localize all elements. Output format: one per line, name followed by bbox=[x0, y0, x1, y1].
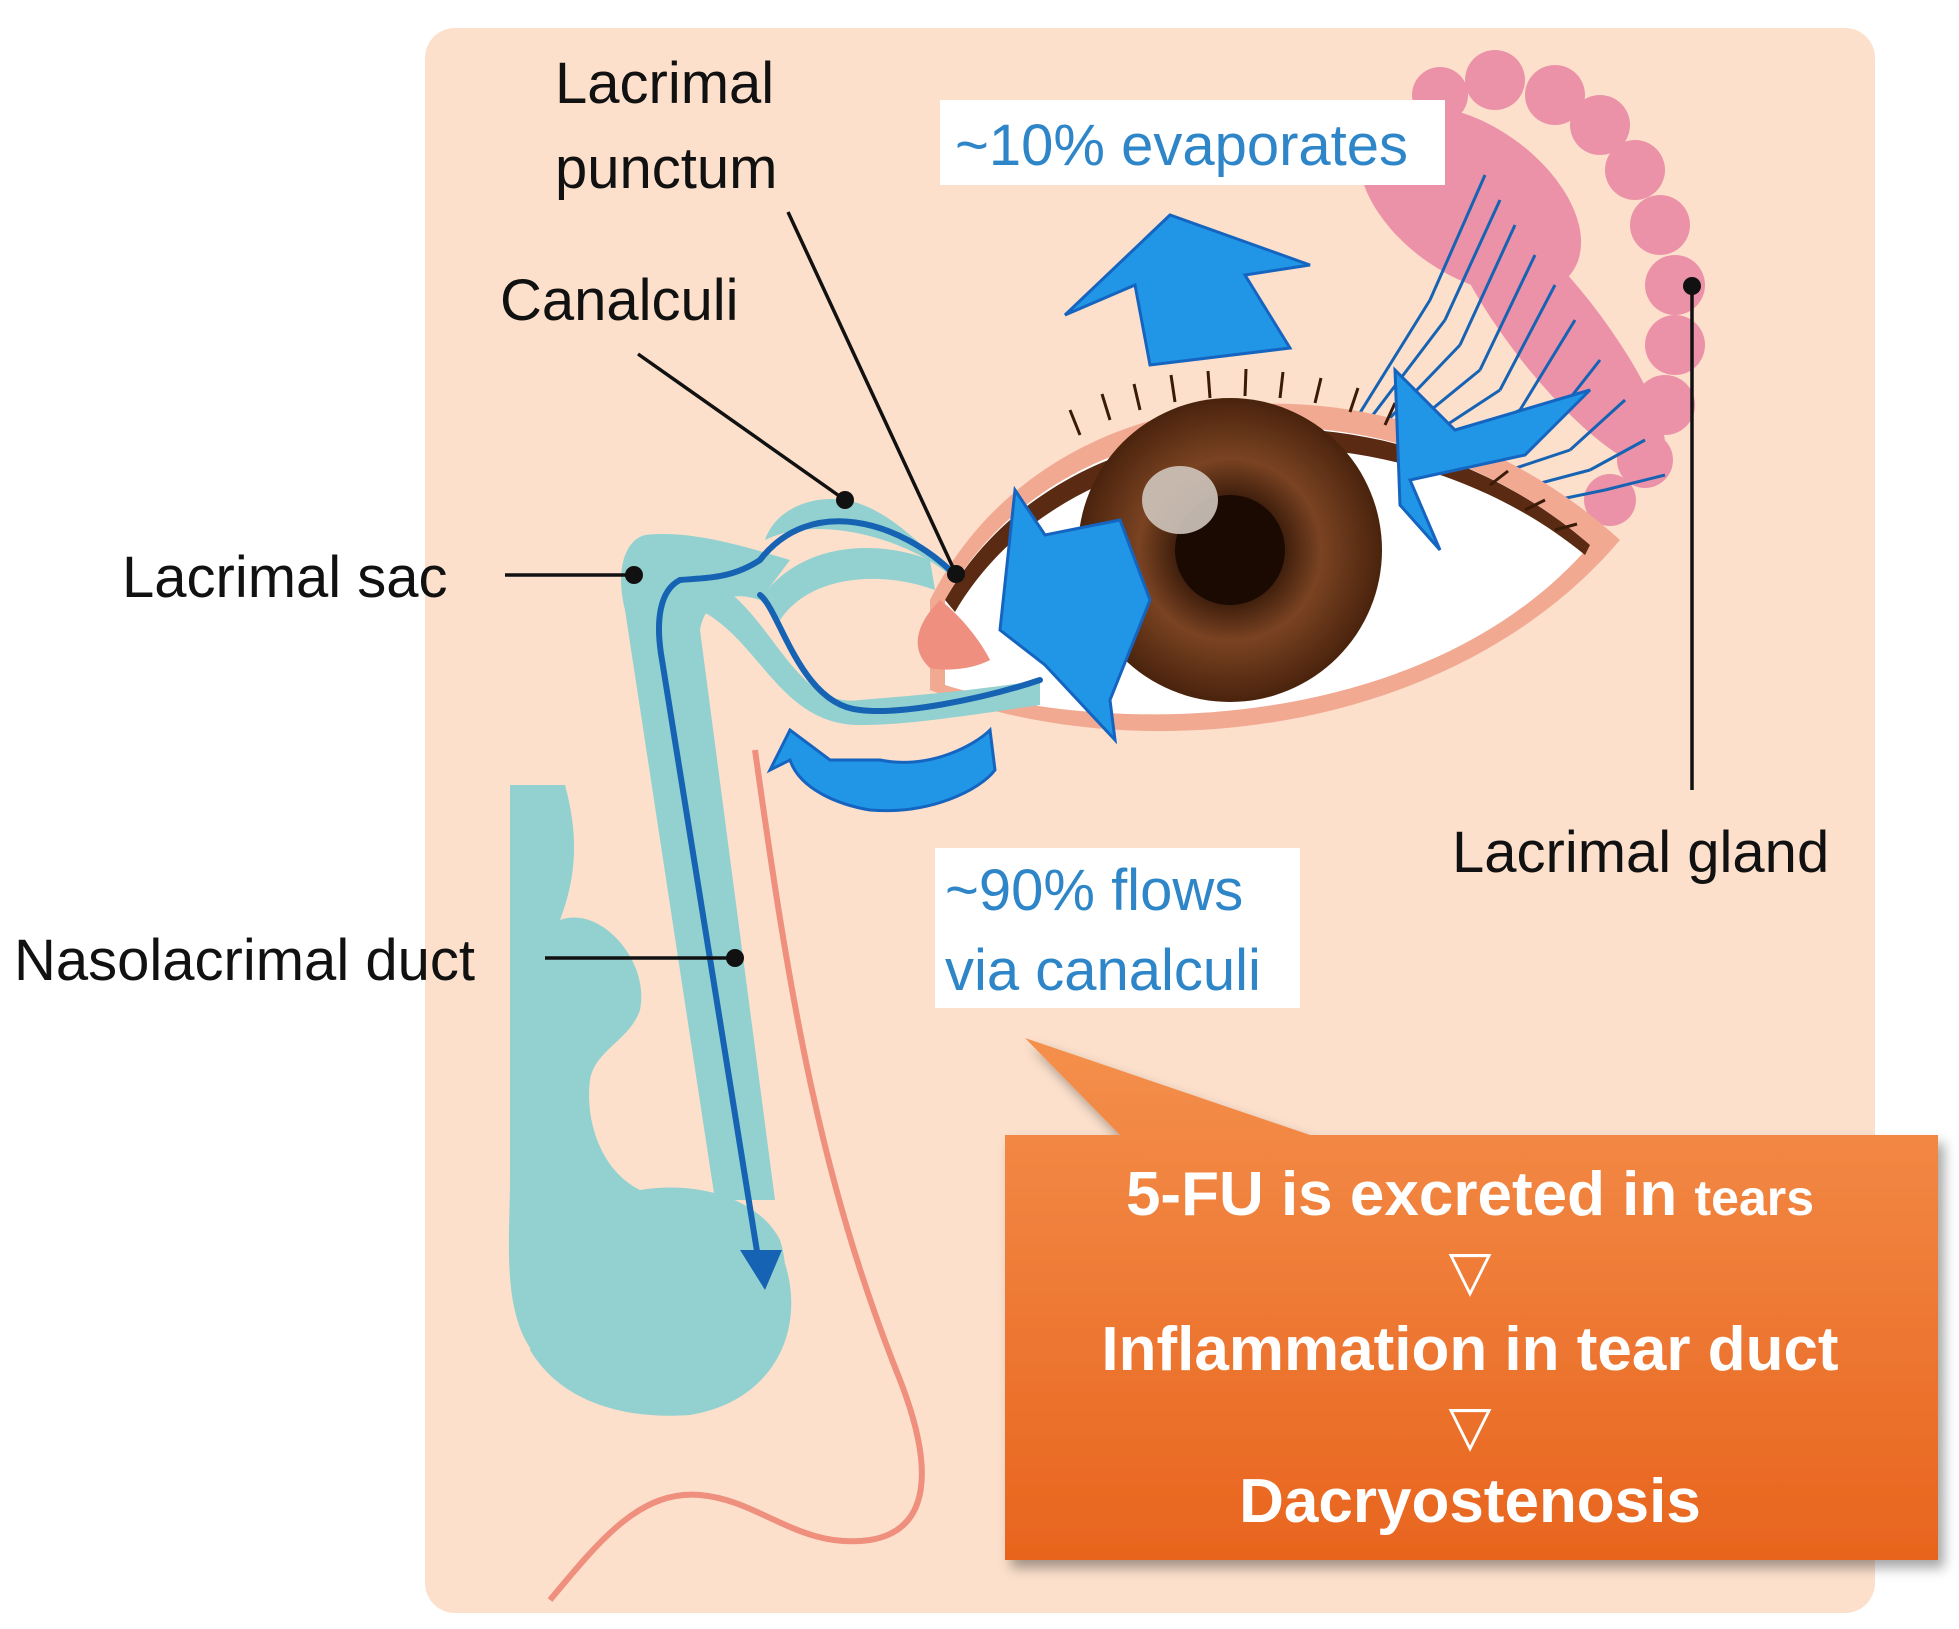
duct-lines bbox=[656, 518, 1043, 1273]
callout bbox=[1005, 1038, 1938, 1560]
label-nasolacrimal-duct: Nasolacrimal duct bbox=[14, 928, 475, 993]
label-lacrimal-sac: Lacrimal sac bbox=[122, 545, 448, 610]
callout-line-2: Inflammation in tear duct bbox=[1101, 1315, 1838, 1384]
nasolacrimal-system bbox=[508, 499, 1040, 1416]
label-lacrimal-gland: Lacrimal gland bbox=[1452, 820, 1829, 885]
evaporation-arrow bbox=[1063, 213, 1311, 367]
duct-arrowhead bbox=[740, 1250, 782, 1290]
secretion-arrow bbox=[1393, 366, 1592, 551]
label-canalculi: Canalculi bbox=[500, 268, 739, 333]
eye-highlight bbox=[1142, 466, 1218, 534]
leader-dots bbox=[625, 277, 1701, 967]
callout-arrow-2: ▽ bbox=[1448, 1394, 1491, 1457]
flows-note: ~90% flows via canalculi bbox=[945, 858, 1261, 1003]
callout-arrow-1: ▽ bbox=[1448, 1239, 1491, 1302]
leader-lines bbox=[505, 211, 1694, 960]
evaporates-note-box bbox=[940, 100, 1445, 185]
drainage-arrow bbox=[766, 726, 997, 813]
label-lacrimal-punctum: Lacrimal punctum bbox=[555, 51, 790, 201]
callout-line-3: Dacryostenosis bbox=[1239, 1467, 1701, 1536]
callout-line-1: 5-FU is excreted in tears bbox=[1126, 1160, 1814, 1229]
flows-note-box bbox=[935, 848, 1300, 1008]
evaporates-note: ~10% evaporates bbox=[955, 113, 1408, 178]
caruncle bbox=[917, 600, 990, 670]
inflow-arrow bbox=[998, 485, 1152, 745]
nose-outline bbox=[547, 749, 925, 1602]
